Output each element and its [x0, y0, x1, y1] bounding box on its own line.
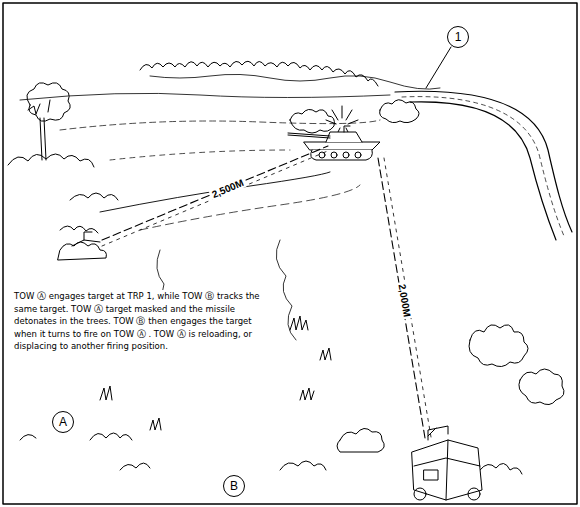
tree	[27, 83, 70, 122]
line-of-fire	[378, 158, 425, 438]
tow-vehicle-b	[412, 426, 482, 500]
callout-circle: B	[223, 475, 245, 497]
bush	[469, 325, 528, 367]
caption-note: TOW Ⓐ engages target at TRP 1, while TOW…	[14, 290, 270, 353]
line-of-fire	[102, 146, 328, 240]
frame	[3, 3, 577, 504]
range-label: 2,000M	[396, 281, 413, 320]
callout-letter: A	[59, 416, 67, 428]
callout-circle: A	[52, 411, 74, 433]
range-label: 2,500M	[209, 176, 248, 201]
tow-position-a	[58, 242, 106, 260]
callout-circle: 1	[447, 26, 469, 48]
grass	[290, 316, 331, 400]
leader-line	[426, 47, 451, 88]
target-tank	[288, 126, 380, 160]
scrub	[8, 154, 94, 167]
callout-letter: B	[230, 480, 238, 492]
tree-line	[140, 61, 378, 86]
callout-letter: 1	[455, 31, 462, 43]
